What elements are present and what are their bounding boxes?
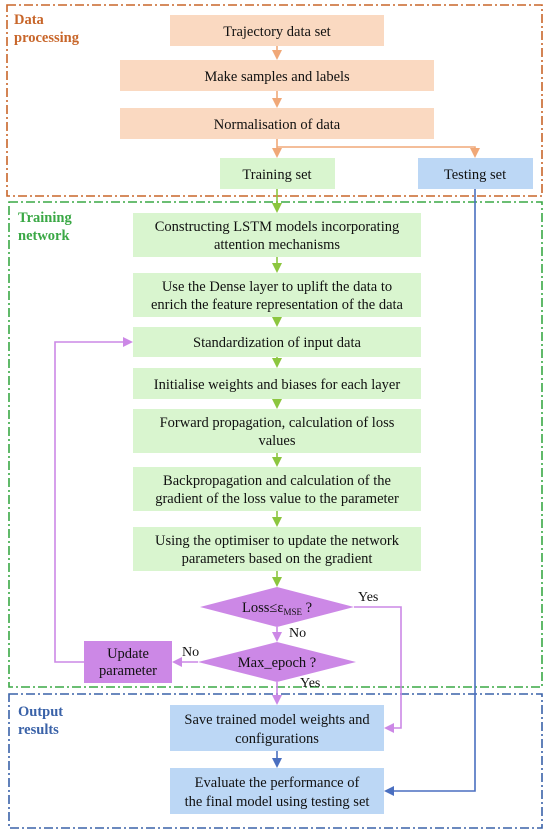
node-label-line: gradient of the loss value to the parame…	[155, 491, 399, 507]
node-label-line: Normalisation of data	[214, 117, 341, 133]
decision-loss-prefix: Loss≤	[242, 600, 277, 616]
node-label-line: Use the Dense layer to uplift the data t…	[162, 279, 392, 295]
node-label-line: Trajectory data set	[223, 24, 330, 40]
purple-arrows	[54, 337, 402, 733]
node-label-line: Make samples and labels	[204, 69, 350, 85]
node-label-line: Backpropagation and calculation of the	[163, 473, 391, 489]
node-label-line: enrich the feature representation of the…	[151, 297, 404, 313]
svg-text:Constructing LSTM models incor: Constructing LSTM models incorporating at…	[155, 219, 399, 253]
svg-text:Use the Dense layer to uplift: Use the Dense layer to uplift the data t…	[151, 279, 404, 313]
svg-text:Training set: Training set	[242, 167, 311, 183]
svg-text:Testing set: Testing set	[444, 167, 506, 183]
node-training-set: Training set	[220, 158, 335, 189]
svg-text:Save trained model weights and: Save trained model weights and configurat…	[184, 712, 370, 747]
svg-text:Normalisation of data: Normalisation of data	[214, 117, 341, 133]
node-save-model: Save trained model weights and configurat…	[170, 705, 384, 751]
node-label-line: Evaluate the performance of	[195, 775, 360, 791]
node-testing-set: Testing set	[418, 158, 533, 189]
section-title-line: Output	[18, 704, 63, 720]
node-label-line: configurations	[235, 731, 319, 747]
node-label-line: parameter	[99, 663, 157, 679]
section-title-line: Data	[14, 12, 45, 28]
node-optimiser: Using the optimiser to update the networ…	[133, 527, 421, 571]
node-label-line: Standardization of input data	[193, 335, 361, 351]
node-standardization: Standardization of input data	[133, 327, 421, 357]
node-normalisation: Normalisation of data	[120, 108, 434, 139]
edge-label-loss-no: No	[289, 626, 306, 641]
node-label-line: Initialise weights and biases for each l…	[154, 377, 401, 393]
svg-text:Using the optimiser to update: Using the optimiser to update the networ…	[155, 533, 400, 567]
section-title-line: network	[18, 228, 70, 244]
node-samples: Make samples and labels	[120, 60, 434, 91]
node-evaluate: Evaluate the performance of the final mod…	[170, 768, 384, 814]
edge-label-epoch-no: No	[182, 645, 199, 660]
node-label-line: Using the optimiser to update the networ…	[155, 533, 400, 549]
edge-label-epoch-yes: Yes	[300, 676, 320, 691]
node-label-line: values	[258, 433, 295, 449]
section-data-processing-frame	[6, 4, 543, 197]
svg-text:Forward propagation, calculati: Forward propagation, calculation of loss…	[160, 415, 395, 449]
node-backprop: Backpropagation and calculation of the gr…	[133, 467, 421, 511]
node-label-line: the final model using testing set	[185, 794, 370, 810]
node-init-weights: Initialise weights and biases for each l…	[133, 368, 421, 399]
edge-label-loss-yes: Yes	[358, 590, 378, 605]
decision-max-epoch-label: Max_epoch ?	[238, 655, 317, 671]
section-title-output-results: Output results	[18, 704, 63, 738]
node-label-line: Training set	[242, 167, 311, 183]
node-trajectory: Trajectory data set	[170, 15, 384, 46]
svg-text:Standardization of input data: Standardization of input data	[193, 335, 361, 351]
node-label-line: attention mechanisms	[214, 237, 340, 253]
svg-text:Backpropagation and calculatio: Backpropagation and calculation of the gr…	[155, 473, 399, 507]
node-label-line: Update	[107, 646, 149, 662]
blue-arrows	[272, 189, 476, 796]
section-title-training-network: Training network	[18, 210, 72, 244]
section-title-line: processing	[14, 30, 80, 46]
svg-text:Make samples and labels: Make samples and labels	[204, 69, 350, 85]
peach-arrows	[272, 46, 480, 158]
node-label-line: Forward propagation, calculation of loss	[160, 415, 395, 431]
section-title-line: Training	[18, 210, 72, 226]
node-lstm: Constructing LSTM models incorporating at…	[133, 213, 421, 257]
node-label-line: Save trained model weights and	[184, 712, 370, 728]
section-title-data-processing: Data processing	[14, 12, 80, 46]
decision-loss-check: Loss≤εMSE ?	[200, 587, 354, 627]
node-label-line: Testing set	[444, 167, 506, 183]
node-forward: Forward propagation, calculation of loss…	[133, 409, 421, 453]
decision-max-epoch: Max_epoch ?	[198, 642, 356, 682]
section-output-results-frame	[8, 693, 543, 829]
svg-text:Trajectory data set: Trajectory data set	[223, 24, 330, 40]
decision-loss-symbol: ε	[277, 600, 283, 616]
node-label-line: parameters based on the gradient	[182, 551, 373, 567]
section-training-network-frame	[8, 201, 543, 688]
decision-loss-suffix: ?	[302, 600, 312, 616]
decision-loss-subscript: MSE	[283, 607, 302, 617]
node-label-line: Constructing LSTM models incorporating	[155, 219, 399, 235]
svg-text:Initialise weights and biases: Initialise weights and biases for each l…	[154, 377, 401, 393]
svg-text:Loss≤εMSE ?: Loss≤εMSE ?	[242, 600, 312, 617]
section-title-line: results	[18, 722, 59, 738]
node-dense: Use the Dense layer to uplift the data t…	[133, 273, 421, 317]
